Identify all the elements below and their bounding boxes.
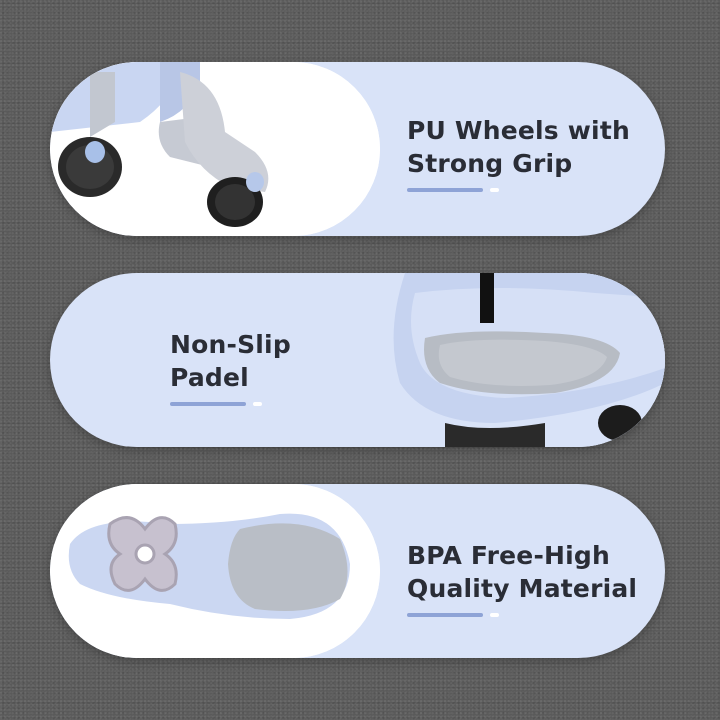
underline-dot [253,402,262,406]
title-underline [170,402,291,406]
underline-bar [407,613,483,617]
car-body-photo [50,484,380,658]
feature-card-wheels: PU Wheels with Strong Grip [50,62,665,236]
underline-bar [170,402,246,406]
feature-card-material: BPA Free-High Quality Material [50,484,665,658]
underline-bar [407,188,483,192]
footpad-closeup-photo [345,273,665,447]
feature-title-line1: Non-Slip [170,330,291,359]
title-underline [407,613,637,617]
underline-dot [490,188,499,192]
feature-title-line2: Quality Material [407,574,638,603]
underline-dot [490,613,499,617]
feature-title-line1: BPA Free-High [407,541,611,570]
feature-title-line2: Padel [170,363,249,392]
feature-text-material: BPA Free-High Quality Material [407,539,637,617]
feature-card-pedal: Non-Slip Padel [50,273,665,447]
title-underline [407,188,630,192]
feature-title-line2: Strong Grip [407,149,573,178]
feature-text-pedal: Non-Slip Padel [170,328,291,406]
wheel-closeup-photo [50,62,380,236]
feature-title-line1: PU Wheels with [407,116,630,145]
feature-text-wheels: PU Wheels with Strong Grip [407,114,630,192]
